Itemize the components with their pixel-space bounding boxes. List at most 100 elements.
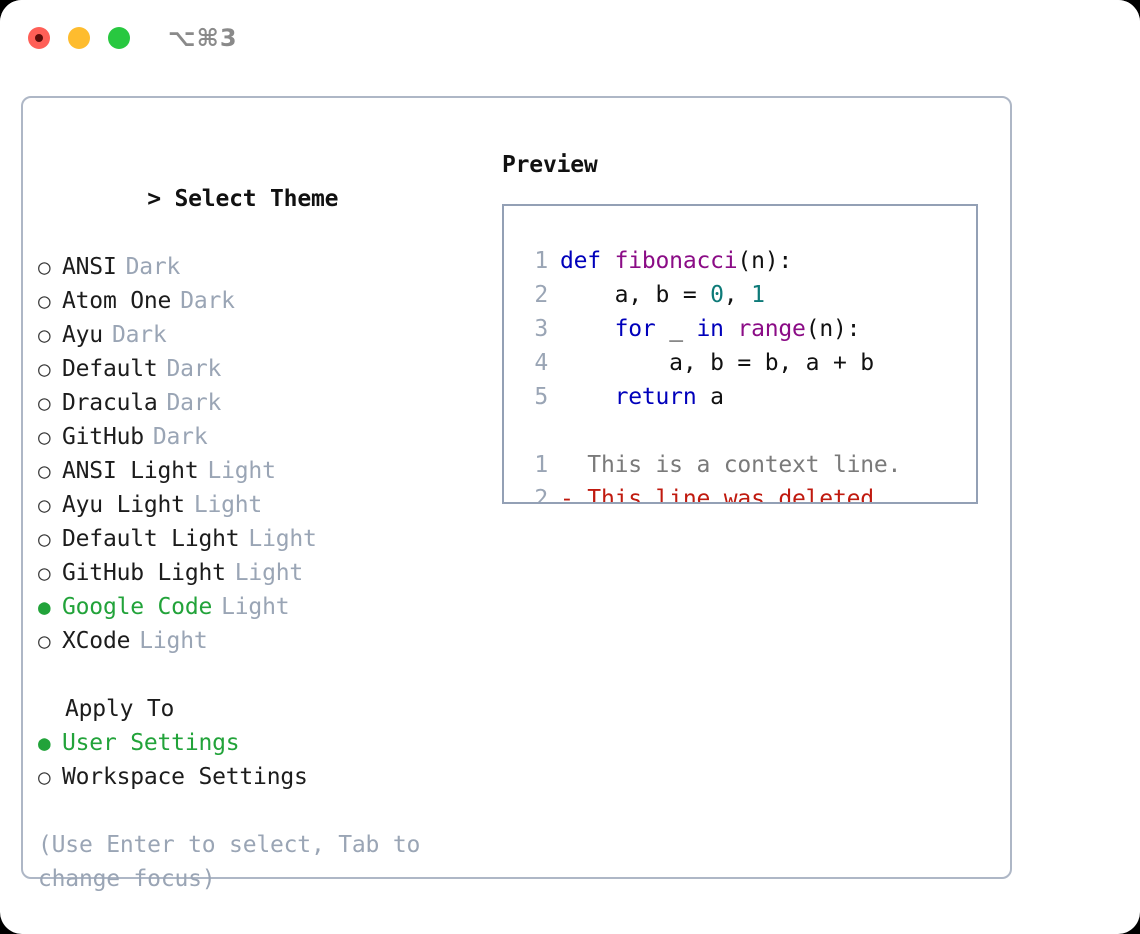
theme-option-xcode[interactable]: ○ XCode Light — [38, 624, 478, 658]
theme-option-dracula[interactable]: ○ Dracula Dark — [38, 386, 478, 420]
radio-unselected-icon: ○ — [38, 629, 51, 653]
radio-unselected-icon: ○ — [38, 323, 51, 347]
code-line: 5 return a — [504, 380, 976, 414]
diff-line-number: 2 — [534, 486, 548, 504]
diff-marker — [560, 448, 574, 482]
theme-option-label: Ayu Light — [62, 492, 185, 518]
theme-option-label: Google Code — [62, 594, 213, 620]
theme-option-label: GitHub — [62, 424, 144, 450]
apply-to-option-label: User Settings — [62, 730, 240, 756]
apply-to-section: Apply To ● User Settings ○Workspace Settin… — [38, 692, 478, 794]
code-token-plain: a — [696, 384, 724, 410]
code-token-kw: return — [614, 384, 697, 410]
code-token-fn: range — [737, 316, 806, 342]
radio-unselected-icon: ○ — [38, 561, 51, 585]
keyboard-hint-text: (Use Enter to select, Tab to change focu… — [38, 832, 421, 892]
theme-option-label: ANSI Light — [62, 458, 199, 484]
code-line: 1 def fibonacci(n): — [504, 244, 976, 278]
preview-title: Preview — [502, 152, 598, 178]
radio-unselected-icon: ○ — [38, 459, 51, 483]
code-token-fn: fibonacci — [614, 248, 738, 274]
theme-option-kind-badge: Light — [248, 526, 317, 552]
code-token-plain: (n): — [737, 248, 793, 274]
radio-unselected-icon: ○ — [38, 357, 51, 381]
prompt-caret-icon: > — [147, 186, 161, 212]
radio-unselected-icon: ○ — [38, 527, 51, 551]
code-token-plain — [560, 312, 615, 346]
diff-line-number: 1 — [534, 452, 548, 478]
diff-sample: 1 This is a context line.2- This line wa… — [504, 448, 976, 504]
radio-unselected-icon: ○ — [38, 391, 51, 415]
theme-picker-title-label: Select Theme — [174, 186, 339, 212]
code-token-plain: , — [723, 282, 752, 308]
code-token-kw: for — [614, 316, 656, 342]
theme-picker-title: > Select Theme — [38, 148, 478, 250]
theme-option-label: Dracula — [62, 390, 158, 416]
radio-unselected-icon: ○ — [38, 765, 51, 789]
diff-line-ctx: 1 This is a context line. — [504, 448, 976, 482]
keyboard-shortcut-label: ⌥⌘3 — [168, 24, 238, 52]
code-token-plain: (n): — [805, 316, 861, 342]
minimize-window-button[interactable] — [68, 27, 90, 49]
theme-option-label: Default — [62, 356, 158, 382]
theme-option-kind-badge: Light — [234, 560, 304, 586]
code-line-number: 2 — [534, 282, 548, 308]
apply-to-heading: Apply To — [65, 696, 175, 722]
code-token-kw: def — [560, 248, 615, 274]
apply-to-option-user-settings[interactable]: ● User Settings — [38, 726, 478, 760]
code-line-number: 1 — [534, 248, 548, 274]
diff-line-text: This is a context line. — [573, 452, 902, 478]
close-window-button[interactable] — [28, 27, 50, 49]
code-gap-spacer — [504, 414, 976, 448]
radio-unselected-icon: ○ — [38, 425, 51, 449]
theme-option-label: GitHub Light — [62, 560, 226, 586]
theme-option-default[interactable]: ○ Default Dark — [38, 352, 478, 386]
apply-to-option-workspace-settings[interactable]: ○Workspace Settings — [38, 760, 478, 794]
radio-selected-icon: ● — [38, 595, 51, 619]
theme-option-label: XCode — [62, 628, 131, 654]
code-sample: 1 def fibonacci(n): 2 a, b = 0, 1 3 for _ i… — [504, 244, 976, 414]
code-line-number: 3 — [534, 316, 548, 342]
title-bar: ⌥⌘3 — [0, 0, 1140, 78]
radio-unselected-icon: ○ — [38, 255, 51, 279]
theme-option-google-code[interactable]: ● Google Code Light — [38, 590, 478, 624]
theme-option-kind-badge: Dark — [166, 390, 222, 416]
radio-selected-icon: ● — [38, 731, 51, 755]
apply-to-list: ● User Settings ○Workspace Settings — [38, 726, 478, 794]
theme-option-label: Ayu — [62, 322, 103, 348]
theme-option-github-light[interactable]: ○ GitHub Light Light — [38, 556, 478, 590]
theme-option-kind-badge: Light — [193, 492, 263, 518]
code-token-plain: a, b = b, a + b — [560, 350, 874, 376]
code-line: 3 for _ in range(n): — [504, 312, 976, 346]
theme-option-kind-badge: Light — [221, 594, 290, 620]
theme-option-kind-badge: Dark — [166, 356, 222, 382]
code-token-num: 0 — [710, 282, 724, 308]
code-line-number: 4 — [534, 350, 548, 376]
diff-line-text: This line was deleted. — [573, 486, 888, 504]
maximize-window-button[interactable] — [108, 27, 130, 49]
diff-line-del: 2- This line was deleted. — [504, 482, 976, 504]
code-token-plain: _ — [655, 316, 697, 342]
theme-option-kind-badge: Dark — [111, 322, 167, 348]
theme-option-kind-badge: Light — [207, 458, 276, 484]
theme-option-label: Atom One — [62, 288, 172, 314]
code-line-number: 5 — [534, 384, 548, 410]
theme-option-kind-badge: Light — [139, 628, 208, 654]
radio-unselected-icon: ○ — [38, 493, 51, 517]
theme-option-ayu[interactable]: ○ Ayu Dark — [38, 318, 478, 352]
code-token-plain: a, b = — [560, 282, 711, 308]
radio-unselected-icon: ○ — [38, 289, 51, 313]
theme-option-ayu-light[interactable]: ○ Ayu Light Light — [38, 488, 478, 522]
code-token-plain — [560, 380, 615, 414]
theme-option-ansi-light[interactable]: ○ ANSI Light Light — [38, 454, 478, 488]
